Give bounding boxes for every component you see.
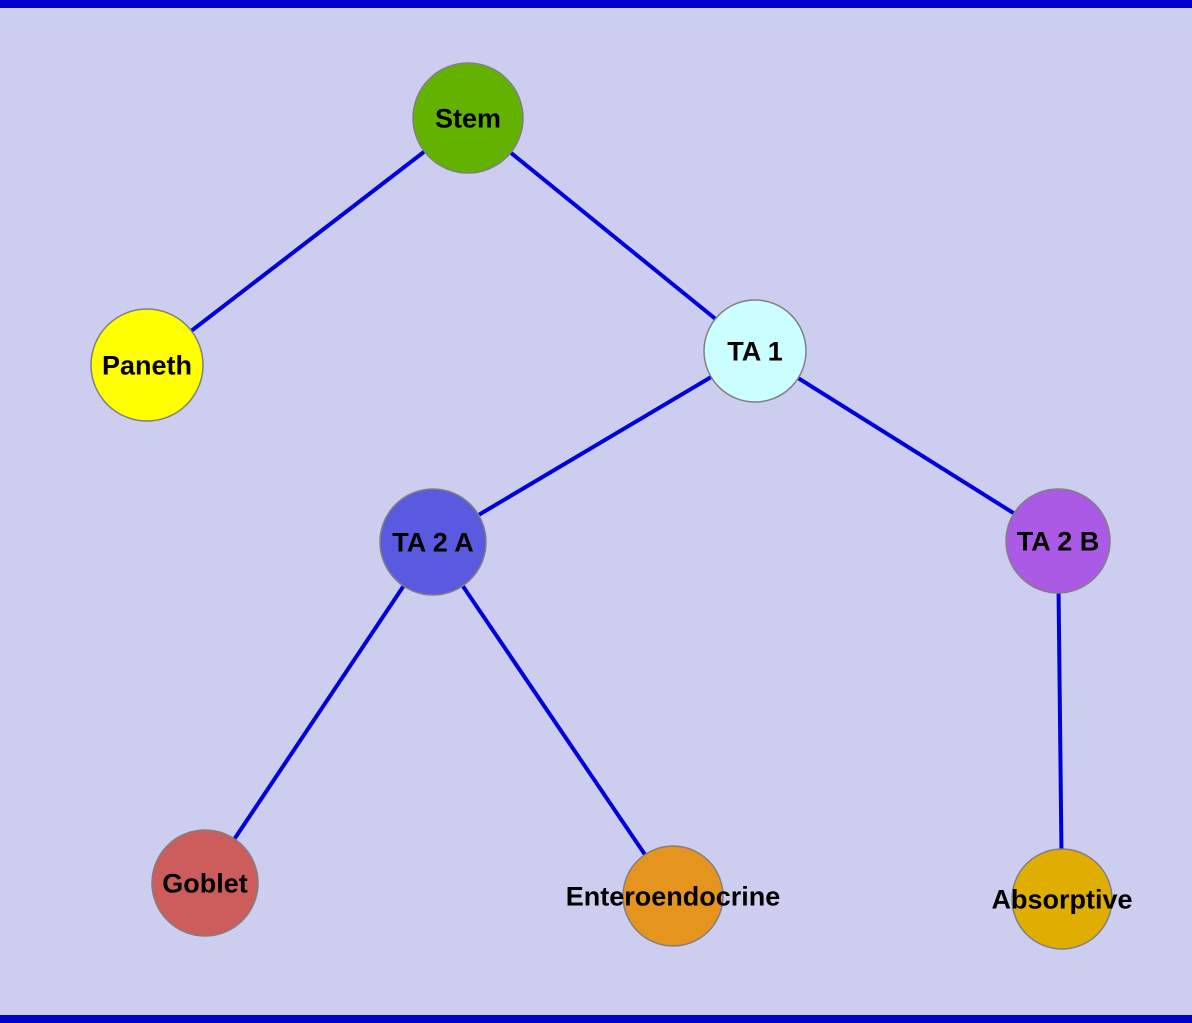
- edge-ta1-ta2a[interactable]: [431, 349, 757, 544]
- edge-stem-ta1[interactable]: [466, 116, 757, 353]
- node-enteroendocrine[interactable]: Enteroendocrine: [566, 845, 781, 947]
- frame-bottom-bar: [0, 1015, 1192, 1023]
- node-label-stem: Stem: [435, 103, 501, 133]
- node-ta2a[interactable]: TA 2 A: [379, 488, 487, 596]
- node-circle-ta2b[interactable]: [1005, 488, 1111, 594]
- node-circle-goblet[interactable]: [151, 829, 259, 937]
- node-circle-ta2a[interactable]: [379, 488, 487, 596]
- edge-stem-paneth[interactable]: [145, 116, 470, 367]
- node-label-paneth: Paneth: [102, 350, 192, 380]
- node-label-goblet: Goblet: [162, 868, 248, 898]
- node-absorptive[interactable]: Absorptive: [991, 848, 1133, 950]
- node-circle-stem[interactable]: [412, 62, 524, 174]
- edge-ta2a-enteroendocrine[interactable]: [431, 540, 675, 898]
- node-label-enteroendocrine: Enteroendocrine: [566, 881, 781, 911]
- node-paneth[interactable]: Paneth: [90, 308, 204, 422]
- node-label-ta1: TA 1: [727, 336, 783, 366]
- node-stem[interactable]: Stem: [412, 62, 524, 174]
- node-ta1[interactable]: TA 1: [703, 299, 807, 403]
- node-circle-absorptive[interactable]: [1011, 848, 1113, 950]
- node-ta2b[interactable]: TA 2 B: [1005, 488, 1111, 594]
- node-label-ta2b: TA 2 B: [1017, 526, 1100, 556]
- node-circle-ta1[interactable]: [703, 299, 807, 403]
- frame-top-bar: [0, 0, 1192, 8]
- edge-ta2a-goblet[interactable]: [203, 540, 435, 885]
- edges-layer: [145, 116, 1064, 900]
- edge-ta2b-absorptive[interactable]: [1056, 540, 1064, 900]
- node-label-ta2a: TA 2 A: [392, 527, 474, 557]
- node-circle-enteroendocrine[interactable]: [622, 845, 724, 947]
- node-circle-paneth[interactable]: [90, 308, 204, 422]
- node-goblet[interactable]: Goblet: [151, 829, 259, 937]
- edge-ta1-ta2b[interactable]: [753, 349, 1060, 543]
- node-label-absorptive: Absorptive: [991, 884, 1132, 914]
